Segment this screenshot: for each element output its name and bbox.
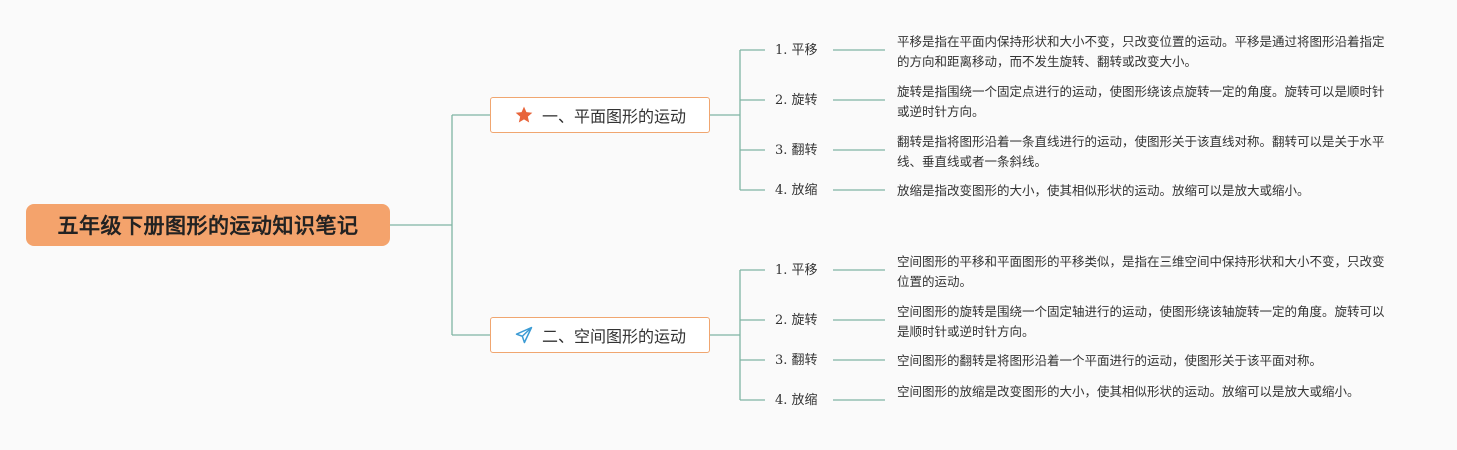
item-label: 1. 平移 bbox=[775, 263, 818, 278]
item-description: 空间图形的放缩是改变图形的大小，使其相似形状的运动。放缩可以是放大或缩小。 bbox=[897, 384, 1360, 399]
item-description: 旋转是指围绕一个固定点进行的运动，使图形绕该点旋转一定的角度。旋转可以是顺时针或… bbox=[897, 84, 1385, 119]
item-label: 4. 放缩 bbox=[775, 393, 818, 408]
item-label: 3. 翻转 bbox=[775, 143, 818, 158]
item-label: 4. 放缩 bbox=[775, 183, 818, 198]
paper-plane-icon bbox=[514, 325, 534, 345]
item-description: 平移是指在平面内保持形状和大小不变，只改变位置的运动。平移是通过将图形沿着指定的… bbox=[897, 34, 1385, 69]
item-label: 2. 旋转 bbox=[775, 93, 818, 108]
item-description: 空间图形的翻转是将图形沿着一个平面进行的运动，使图形关于该平面对称。 bbox=[897, 353, 1323, 368]
root-node[interactable]: 五年级下册图形的运动知识笔记 bbox=[26, 204, 390, 246]
branch-space-motion[interactable]: 二、空间图形的运动 bbox=[490, 317, 710, 353]
star-icon bbox=[514, 105, 534, 125]
item-description: 放缩是指改变图形的大小，使其相似形状的运动。放缩可以是放大或缩小。 bbox=[897, 183, 1310, 198]
root-title: 五年级下册图形的运动知识笔记 bbox=[57, 214, 359, 238]
branch-title: 一、平面图形的运动 bbox=[541, 107, 686, 126]
item-label: 1. 平移 bbox=[775, 43, 818, 58]
item-label: 3. 翻转 bbox=[775, 353, 818, 368]
item-label: 2. 旋转 bbox=[775, 313, 818, 328]
item-description: 翻转是指将图形沿着一条直线进行的运动，使图形关于该直线对称。翻转可以是关于水平线… bbox=[897, 134, 1385, 169]
item-description: 空间图形的平移和平面图形的平移类似，是指在三维空间中保持形状和大小不变，只改变位… bbox=[897, 254, 1385, 289]
item-description: 空间图形的旋转是围绕一个固定轴进行的运动，使图形绕该轴旋转一定的角度。旋转可以是… bbox=[897, 304, 1385, 339]
branch-plane-motion[interactable]: 一、平面图形的运动 bbox=[490, 97, 710, 133]
branch-title: 二、空间图形的运动 bbox=[541, 327, 686, 346]
